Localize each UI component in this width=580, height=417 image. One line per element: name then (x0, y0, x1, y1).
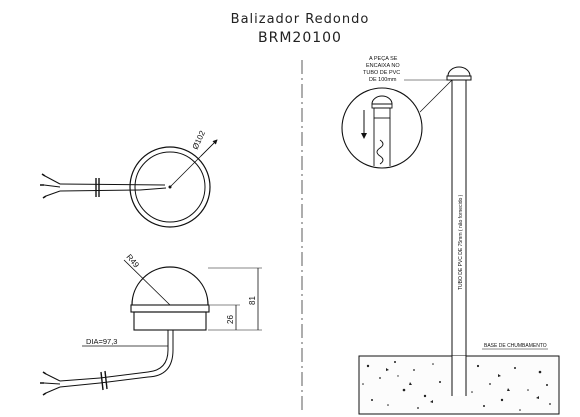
side-view-base (133, 311, 207, 331)
detail-dome (371, 95, 393, 105)
side-wire-ends (43, 373, 61, 394)
label-height-base: 26 (226, 315, 235, 324)
side-view-rim (130, 304, 210, 313)
detail-rim (371, 103, 393, 109)
side-wire-tips (40, 371, 47, 396)
note-line-3: TUBO DE PVC (363, 70, 400, 76)
top-wire-end-1 (43, 175, 61, 197)
top-cable-lower (59, 189, 141, 192)
concrete-speckles (362, 361, 551, 411)
detail-leader (419, 79, 453, 113)
label-dia: DIA=97,3 (86, 337, 117, 346)
detail-cable-coil (376, 139, 384, 165)
radius-leader (123, 259, 171, 306)
note-line-1: A PEÇA SE (369, 56, 398, 62)
detail-circle (341, 87, 423, 169)
label-radius: R49 (124, 253, 141, 270)
note-line-2: ENCAIXA NO (366, 63, 400, 69)
side-view-dome (131, 266, 209, 306)
title-product-name: Balizador Redondo (230, 12, 370, 27)
detail-base (373, 107, 391, 119)
label-tube: TUBO DE PVC DE 75mm ( não fornecido ) (458, 194, 464, 290)
side-view: R49 81 26 DIA=97,3 (40, 253, 262, 396)
top-wire-tips (40, 173, 47, 199)
side-cable-clamp-2 (104, 370, 108, 390)
tube-in-base (452, 356, 466, 396)
note-line-4: DE 100mm (369, 77, 397, 83)
pole-cap-rim (446, 75, 472, 81)
side-stem-outer (99, 330, 169, 379)
label-diameter: Ø102 (191, 129, 208, 151)
side-cable-lower (59, 382, 101, 388)
side-cable-clamp-1 (100, 371, 104, 391)
top-view: Ø102 (40, 129, 218, 228)
top-view-outer-circle (129, 146, 211, 228)
label-base: BASE DE CHUMBAMENTO (484, 343, 547, 349)
side-stem-inner (99, 330, 174, 384)
top-cable-lower-end (139, 187, 167, 191)
pole-cap-dome (447, 66, 471, 77)
installation-view: A PEÇA SE ENCAIXA NO TUBO DE PVC DE 100m… (341, 56, 560, 415)
diameter-arrow (200, 139, 218, 157)
label-height-total: 81 (248, 296, 257, 305)
top-cable-upper (59, 183, 166, 186)
side-cable-upper (59, 377, 101, 382)
title-product-code: BRM20100 (258, 30, 342, 46)
top-view-inner-circle (134, 151, 206, 223)
